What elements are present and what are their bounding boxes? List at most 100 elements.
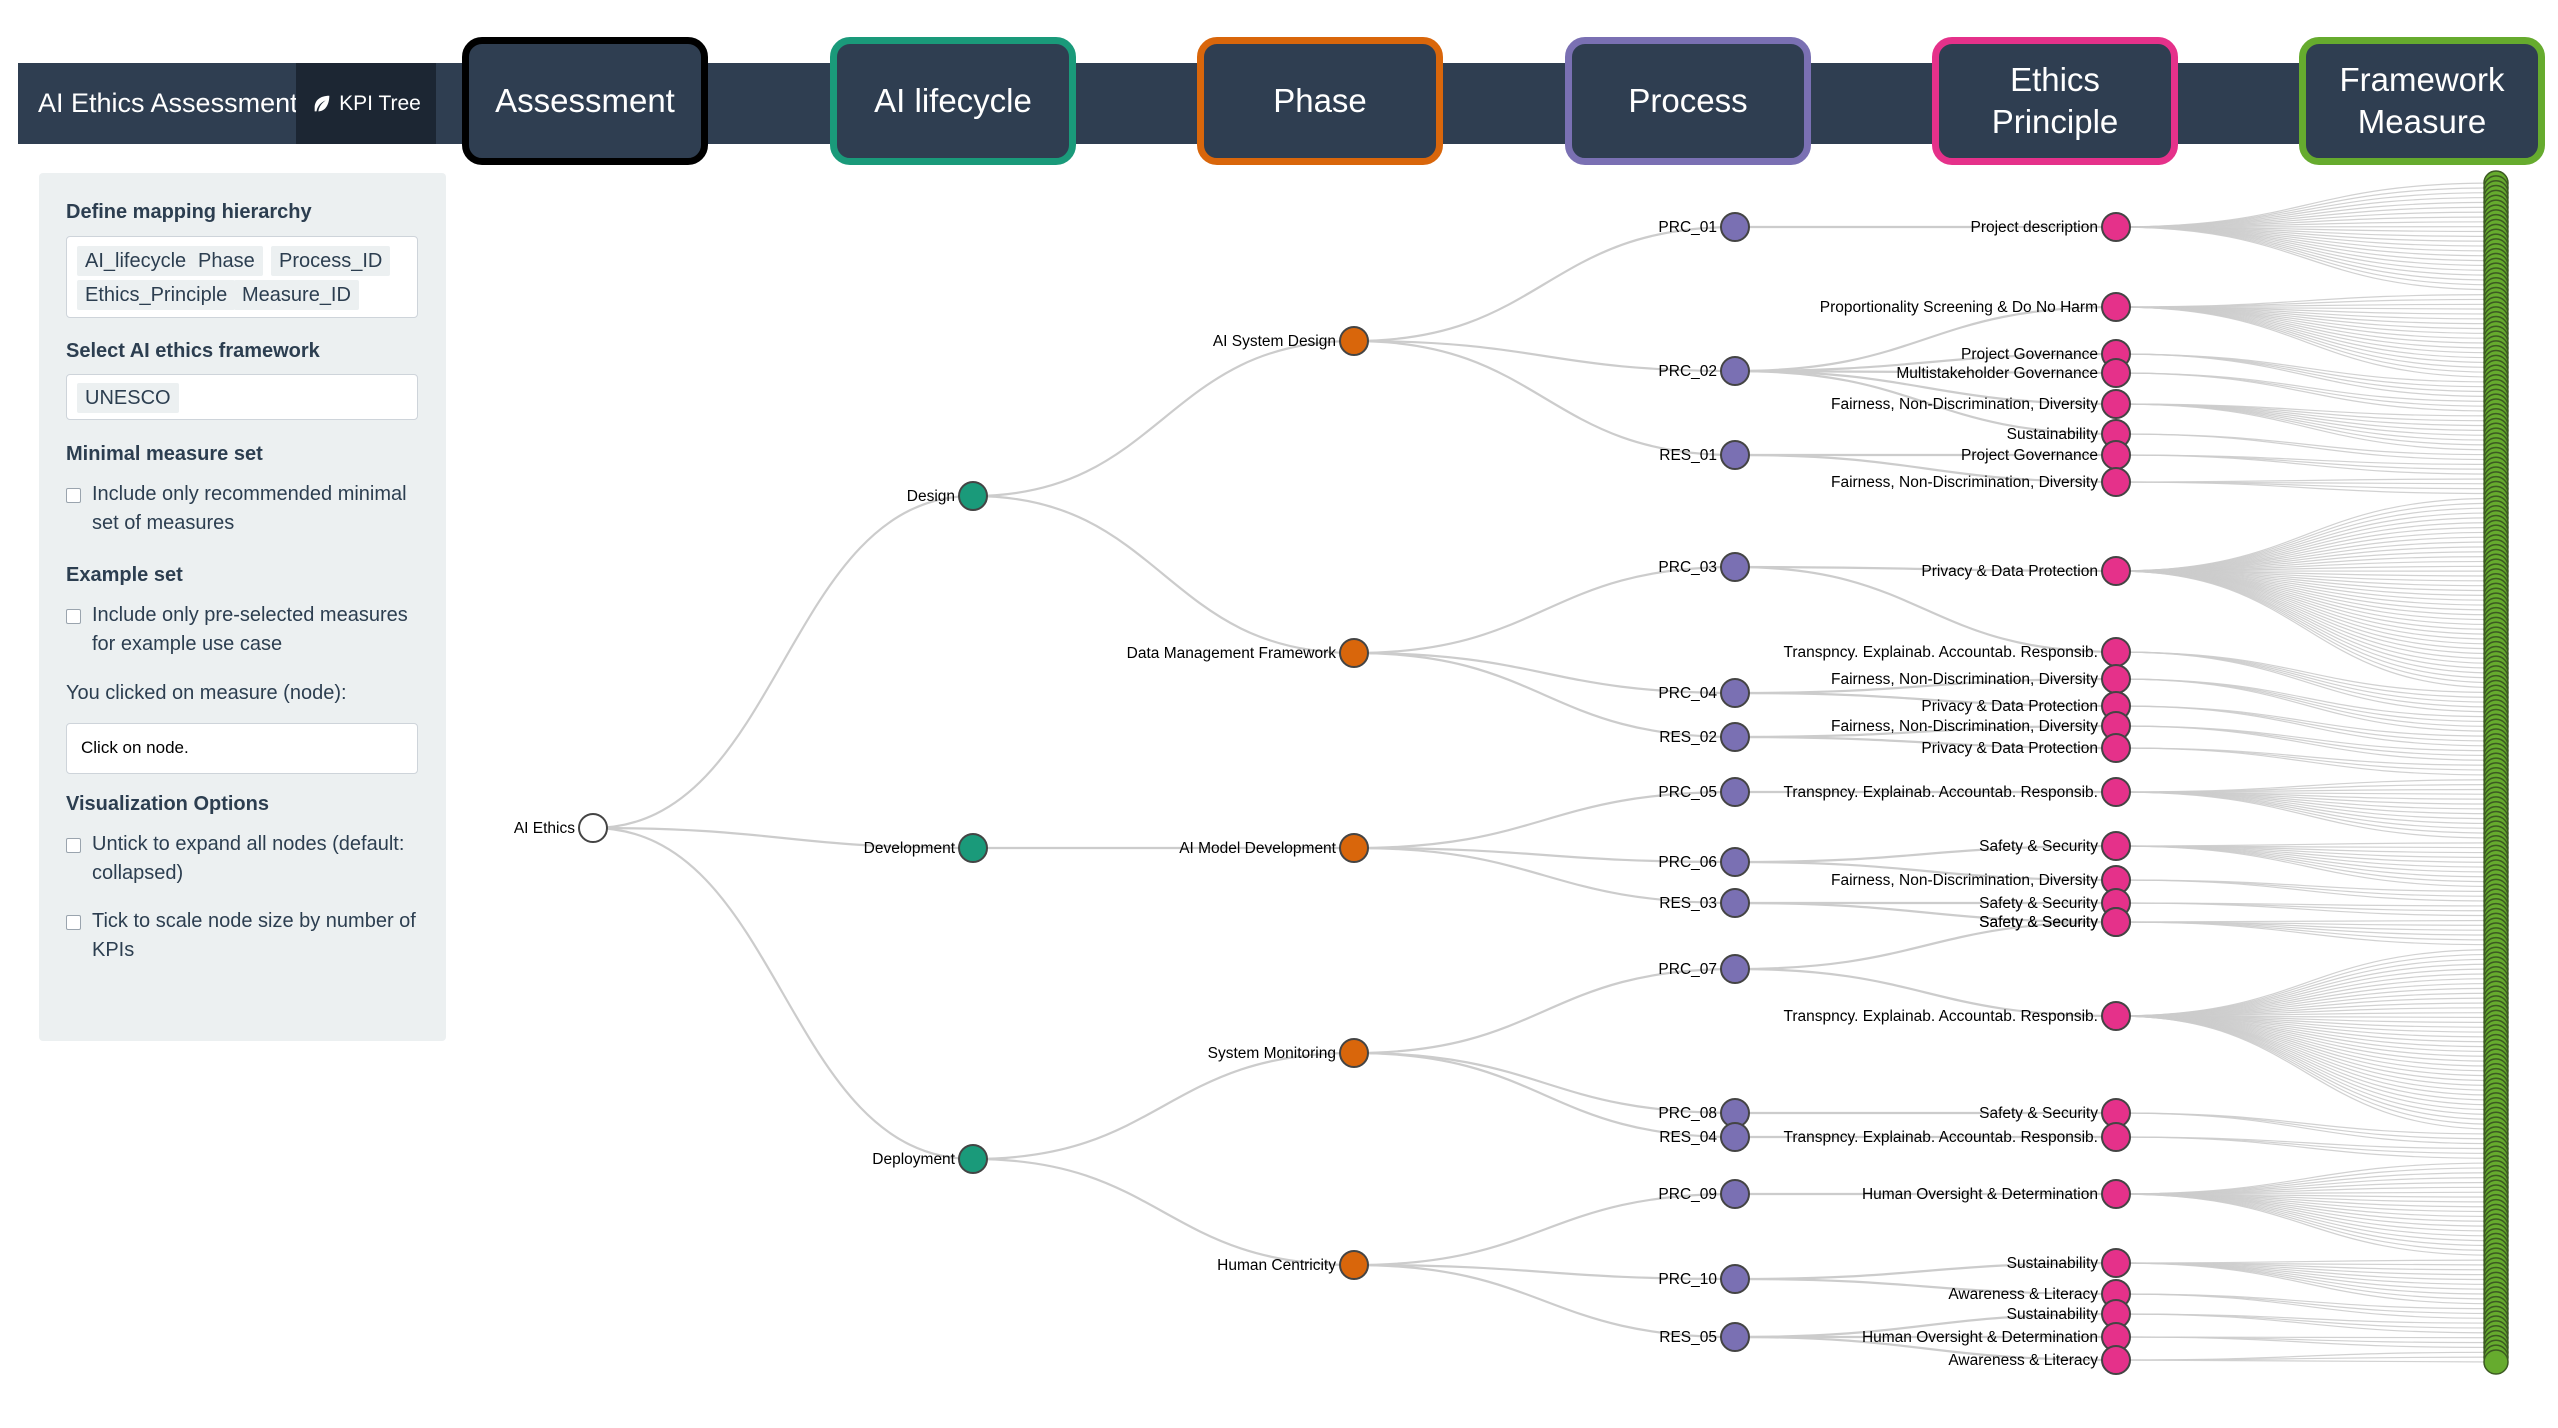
hierarchy-chip[interactable]: Phase — [190, 246, 263, 276]
lifecycle-node[interactable]: Development — [864, 833, 988, 863]
hierarchy-chip[interactable]: Process_ID — [271, 246, 391, 276]
principle-node-circle[interactable] — [2101, 292, 2131, 322]
phase-node[interactable]: System Monitoring — [1208, 1038, 1369, 1068]
process-node-circle[interactable] — [1720, 440, 1750, 470]
lifecycle-node-circle[interactable] — [958, 1144, 988, 1174]
process-node[interactable]: PRC_08 — [1658, 1098, 1750, 1128]
hierarchy-chip[interactable]: AI_lifecycle — [77, 246, 195, 276]
principle-node-circle[interactable] — [2101, 831, 2131, 861]
phase-node-circle[interactable] — [1339, 1038, 1369, 1068]
principle-node-circle[interactable] — [2101, 1345, 2131, 1375]
process-node[interactable]: PRC_07 — [1658, 954, 1750, 984]
principle-node[interactable]: Safety & Security — [1979, 1098, 2131, 1128]
principle-node-circle[interactable] — [2101, 556, 2131, 586]
principle-node-circle[interactable] — [2101, 467, 2131, 497]
hierarchy-chip[interactable]: Measure_ID — [234, 280, 359, 310]
process-node[interactable]: PRC_03 — [1658, 552, 1750, 582]
process-node[interactable]: PRC_05 — [1658, 777, 1750, 807]
principle-node[interactable]: Human Oversight & Determination — [1862, 1322, 2131, 1352]
principle-node[interactable]: Transpncy. Explainab. Accountab. Respons… — [1784, 1001, 2131, 1031]
process-node-circle[interactable] — [1720, 356, 1750, 386]
principle-node-circle[interactable] — [2101, 212, 2131, 242]
process-node[interactable]: RES_01 — [1659, 440, 1750, 470]
principle-node-circle[interactable] — [2101, 1248, 2131, 1278]
lifecycle-node[interactable]: Design — [907, 481, 988, 511]
process-node-circle[interactable] — [1720, 1264, 1750, 1294]
principle-node-circle[interactable] — [2101, 389, 2131, 419]
principle-node[interactable]: Human Oversight & Determination — [1862, 1179, 2131, 1209]
principle-node[interactable]: Fairness, Non-Discrimination, Diversity — [1831, 664, 2131, 694]
lifecycle-node-circle[interactable] — [958, 833, 988, 863]
phase-node[interactable]: AI System Design — [1213, 326, 1369, 356]
phase-node-circle[interactable] — [1339, 1250, 1369, 1280]
principle-node-circle[interactable] — [2101, 440, 2131, 470]
scale-nodes-checkbox[interactable] — [66, 915, 81, 930]
principle-node-circle[interactable] — [2101, 777, 2131, 807]
process-node-circle[interactable] — [1720, 212, 1750, 242]
phase-node-circle[interactable] — [1339, 833, 1369, 863]
process-node[interactable]: PRC_10 — [1658, 1264, 1750, 1294]
principle-node[interactable]: Proportionality Screening & Do No Harm — [1820, 292, 2131, 322]
minimal-set-checkbox[interactable] — [66, 488, 81, 503]
principle-node[interactable]: Awareness & Literacy — [1948, 1345, 2131, 1375]
principle-node-circle[interactable] — [2101, 733, 2131, 763]
principle-node[interactable]: Awareness & Literacy — [1948, 1279, 2131, 1309]
principle-node-circle[interactable] — [2101, 1122, 2131, 1152]
process-node[interactable]: PRC_06 — [1658, 847, 1750, 877]
expand-nodes-checkbox[interactable] — [66, 838, 81, 853]
principle-node-circle[interactable] — [2101, 1001, 2131, 1031]
process-node-circle[interactable] — [1720, 1179, 1750, 1209]
kpi-tree-tab[interactable]: KPI Tree — [296, 63, 436, 144]
framework-select[interactable]: UNESCO — [66, 374, 418, 420]
process-node-circle[interactable] — [1720, 1322, 1750, 1352]
lifecycle-node[interactable]: Deployment — [872, 1144, 988, 1174]
phase-node[interactable]: Data Management Framework — [1127, 638, 1369, 668]
principle-node[interactable]: Fairness, Non-Discrimination, Diversity — [1831, 389, 2131, 419]
hierarchy-chip[interactable]: Ethics_Principle — [77, 280, 236, 310]
process-node[interactable]: RES_04 — [1659, 1122, 1750, 1152]
process-node[interactable]: PRC_04 — [1658, 678, 1750, 708]
lifecycle-node-circle[interactable] — [958, 481, 988, 511]
principle-node-circle[interactable] — [2101, 358, 2131, 388]
principle-node[interactable]: Sustainability — [2007, 1299, 2131, 1329]
process-node[interactable]: RES_03 — [1659, 888, 1750, 918]
principle-node[interactable]: Fairness, Non-Discrimination, Diversity — [1831, 711, 2131, 741]
principle-node-circle[interactable] — [2101, 664, 2131, 694]
phase-node-circle[interactable] — [1339, 326, 1369, 356]
principle-node[interactable]: Safety & Security — [1979, 831, 2131, 861]
principle-node-circle[interactable] — [2101, 1179, 2131, 1209]
principle-node-circle[interactable] — [2101, 637, 2131, 667]
process-node[interactable]: PRC_02 — [1658, 356, 1750, 386]
principle-node[interactable]: Safety & Security — [1979, 907, 2131, 937]
process-node-circle[interactable] — [1720, 552, 1750, 582]
root-node-circle[interactable] — [578, 813, 608, 843]
example-set-checkbox[interactable] — [66, 609, 81, 624]
principle-node[interactable]: Privacy & Data Protection — [1921, 556, 2131, 586]
process-node[interactable]: RES_05 — [1659, 1322, 1750, 1352]
principle-node[interactable]: Multistakeholder Governance — [1896, 358, 2131, 388]
app-title[interactable]: AI Ethics Assessment — [38, 88, 298, 118]
process-node[interactable]: PRC_09 — [1658, 1179, 1750, 1209]
principle-node[interactable]: Transpncy. Explainab. Accountab. Respons… — [1784, 1122, 2131, 1152]
principle-node[interactable]: Transpncy. Explainab. Accountab. Respons… — [1784, 777, 2131, 807]
process-node[interactable]: RES_02 — [1659, 722, 1750, 752]
process-node-circle[interactable] — [1720, 954, 1750, 984]
process-node-circle[interactable] — [1720, 1122, 1750, 1152]
process-node[interactable]: PRC_01 — [1658, 212, 1750, 242]
process-node-circle[interactable] — [1720, 722, 1750, 752]
phase-node-circle[interactable] — [1339, 638, 1369, 668]
principle-node[interactable]: Project Governance — [1961, 440, 2131, 470]
principle-node[interactable]: Transpncy. Explainab. Accountab. Respons… — [1784, 637, 2131, 667]
framework-chip[interactable]: UNESCO — [77, 383, 179, 413]
phase-node[interactable]: Human Centricity — [1217, 1250, 1369, 1280]
principle-node-circle[interactable] — [2101, 907, 2131, 937]
principle-node[interactable]: Sustainability — [2007, 1248, 2131, 1278]
principle-node[interactable]: Privacy & Data Protection — [1921, 733, 2131, 763]
principle-node[interactable]: Project description — [1970, 212, 2131, 242]
measure-node[interactable] — [2483, 1349, 2509, 1375]
principle-node[interactable]: Fairness, Non-Discrimination, Diversity — [1831, 467, 2131, 497]
process-node-circle[interactable] — [1720, 678, 1750, 708]
principle-node[interactable]: Sustainability — [2007, 419, 2131, 449]
principle-node[interactable]: Fairness, Non-Discrimination, Diversity — [1831, 865, 2131, 895]
root-node[interactable]: AI Ethics — [514, 813, 608, 843]
